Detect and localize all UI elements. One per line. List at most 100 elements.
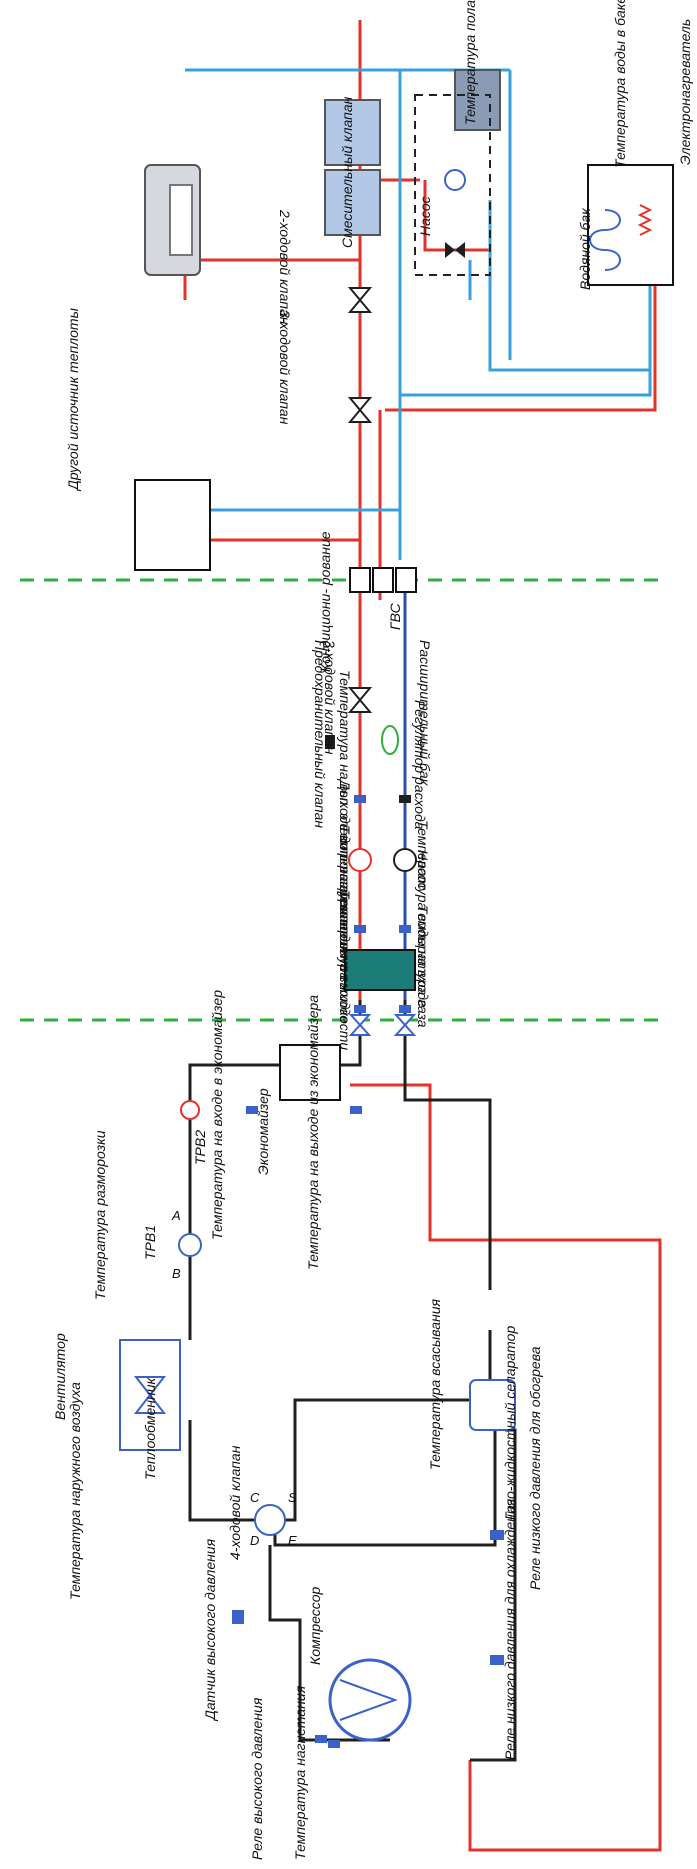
water-tank-heater — [637, 204, 653, 236]
label-water-tank: Водяной бак — [577, 207, 593, 290]
sensor-discharge — [315, 1735, 327, 1743]
label-econ-in-temp: Температура на входе в экономайзер — [209, 990, 225, 1240]
zone-dividers — [20, 578, 660, 1022]
lp-relay-cool-symbol — [490, 1655, 504, 1665]
sensor-water-in — [399, 925, 411, 933]
hp-sensor-symbol — [232, 1610, 244, 1624]
label-port-e: E — [288, 1533, 297, 1548]
trv1-circle — [178, 1233, 202, 1257]
sensor-water-out — [354, 925, 366, 933]
label-suction-temp: Температура всасывания — [427, 1298, 443, 1470]
compressor-symbol — [328, 1658, 412, 1742]
hot-econ-return — [350, 1083, 662, 1852]
label-econ-out-temp: Температура на выходе из экономайзера — [305, 995, 321, 1270]
two-way-valve-symbol — [347, 287, 373, 313]
label-other-heat-source: Другой источник теплоты — [65, 307, 81, 492]
floor-heating-coil — [454, 69, 501, 131]
label-heat-exchanger: Теплообменник — [142, 1377, 158, 1480]
pump-circle — [393, 848, 417, 872]
sensor-econ-out — [350, 1106, 362, 1114]
label-two-way-valve: 2-ходовой клапан — [277, 209, 293, 325]
outdoor-heat-exchanger — [119, 1339, 181, 1451]
expansion-tank-symbol — [381, 725, 399, 755]
hot-to-fancoil — [183, 258, 360, 300]
connector-cold — [395, 567, 417, 593]
label-port-s: S — [288, 1490, 297, 1505]
label-water-out-temp: Температура воды на выходе — [337, 825, 353, 1023]
cold-pipes — [185, 68, 652, 560]
water-tank — [587, 164, 674, 286]
sensor-hp-relay — [328, 1740, 340, 1748]
pump-symbol — [393, 848, 417, 872]
service-valves — [348, 1014, 417, 1036]
ref-valve-to-sep — [273, 1420, 497, 1547]
label-gas-temp: Температура газа — [415, 905, 431, 1028]
sensor-flow-regulator — [399, 795, 411, 803]
label-electric-heater: Электронагреватель — [677, 19, 693, 165]
fan-icon — [133, 1376, 167, 1414]
connector-dhw — [372, 567, 394, 593]
label-fan: Вентилятор — [52, 1333, 68, 1420]
safety-valve-symbol — [325, 735, 335, 749]
ref-gas-line — [403, 1000, 492, 1290]
water-tank-body — [587, 164, 674, 286]
hot-to-tank — [385, 230, 657, 412]
floor-pump-circle — [444, 169, 466, 191]
label-outdoor-temp: Температура наружного воздуха — [67, 1382, 83, 1600]
label-four-way-valve: 4-ходовой клапан — [227, 1445, 243, 1560]
label-pump-floor: Насос — [417, 196, 433, 236]
label-trv1: ТРВ1 — [142, 1225, 158, 1260]
four-way-valve-symbol — [254, 1504, 286, 1536]
lp-relay-heat-symbol — [490, 1530, 504, 1540]
sensor-econ-in — [246, 1106, 258, 1114]
sensor-liquid — [354, 1005, 366, 1013]
label-separator: Газо-жидкостный сепаратор — [502, 1326, 518, 1520]
three-way-valve-top-shape — [347, 397, 373, 423]
radiator-lower-body — [324, 169, 381, 236]
label-port-d: D — [250, 1533, 259, 1548]
components — [119, 69, 674, 1748]
water-tank-coil — [589, 209, 621, 271]
economizer-box — [279, 1044, 341, 1101]
aux-heater-symbol — [348, 848, 372, 872]
label-expansion-tank: Расширительный бак — [417, 640, 433, 787]
cold-tank-line — [488, 200, 650, 372]
label-compressor: Компрессор — [307, 1586, 323, 1665]
service-valve-liquid — [348, 1014, 372, 1036]
label-discharge-temp: Температура нагнетания — [292, 1685, 308, 1860]
label-liquid-temp: Температура жидкости — [337, 890, 353, 1050]
three-way-valve-shape — [347, 687, 373, 713]
label-port-b: B — [172, 1266, 181, 1281]
label-port-c: C — [250, 1490, 260, 1505]
mixing-box — [414, 94, 491, 276]
radiator-lower — [324, 169, 381, 236]
pipes — [183, 20, 662, 1852]
lp-relays — [490, 1530, 504, 1665]
other-heat-source-box — [134, 479, 211, 571]
label-lp-relay-heat: Реле низкого давления для обогрева — [527, 1346, 543, 1590]
label-flow-regulator: Регулятор расхода — [412, 700, 428, 830]
three-way-valve-top-symbol — [347, 397, 373, 423]
label-three-way-valve: 3-ходовой клапан — [322, 640, 338, 755]
label-water-temp-tank: Температура воды в баке — [612, 0, 628, 168]
sensor-after-heater — [354, 795, 366, 803]
sensor-gas — [399, 1005, 411, 1013]
divider-connectors — [349, 567, 417, 593]
aux-heater-circle — [348, 848, 372, 872]
service-valve-gas — [393, 1014, 417, 1036]
ref-exchanger-to-valve — [188, 1420, 255, 1522]
label-port-a: A — [171, 1208, 181, 1223]
plate-heat-exchanger — [344, 949, 416, 991]
label-defrost-temp: Температура разморозки — [92, 1130, 108, 1300]
safety-valve-shape — [325, 735, 335, 749]
label-mixing-valve: Смесительный клапан — [339, 96, 355, 248]
floor-heating-image — [454, 69, 501, 131]
label-three-way-valve-top: 3-ходовой клапан — [277, 310, 293, 425]
trv2-symbol — [180, 1100, 200, 1120]
label-economizer: Экономайзер — [255, 1088, 271, 1175]
fan-coil-grille — [169, 184, 193, 256]
ref-econ-to-trv2 — [188, 1063, 280, 1210]
radiator-upper — [324, 99, 381, 166]
four-way-valve-circle — [254, 1504, 286, 1536]
